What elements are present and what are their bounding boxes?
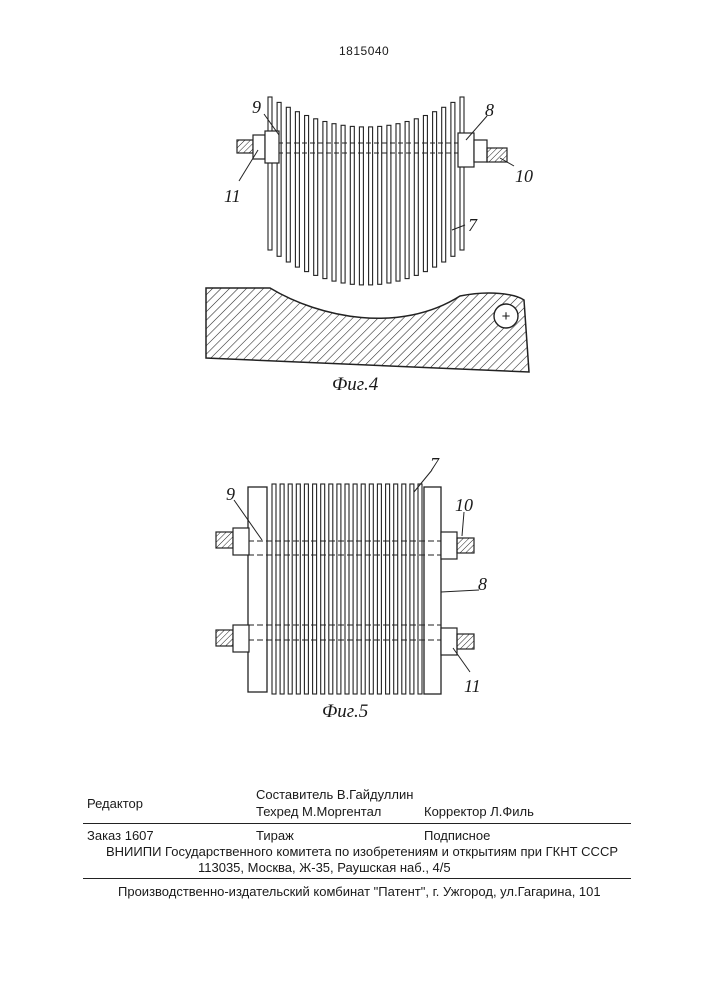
fig4-slat: [423, 116, 427, 272]
fig5-slat: [410, 484, 414, 694]
fig5-label-9: 9: [226, 484, 235, 504]
fig5-slat: [394, 484, 398, 694]
fig5-label-11: 11: [464, 676, 481, 696]
fig5-slat: [337, 484, 341, 694]
subscription-label: Подписное: [424, 829, 490, 842]
fig4-slat: [396, 124, 400, 281]
fig5-right-nuts: [441, 532, 474, 655]
fig5-right-plate: [424, 487, 441, 694]
address-line: 113035, Москва, Ж-35, Раушская наб., 4/5: [198, 861, 451, 874]
fig4-slat-comb: [268, 97, 464, 285]
fig4-label-7: 7: [468, 215, 478, 235]
fig5-slat: [280, 484, 284, 694]
fig4-slat: [387, 125, 391, 283]
fig5-slat-comb: [272, 484, 422, 694]
publisher-line: Производственно-издательский комбинат "П…: [118, 885, 601, 898]
editor-label: Редактор: [87, 797, 143, 810]
fig4-right-nut: [458, 133, 507, 167]
fig5-slat: [313, 484, 317, 694]
fig4-slat: [369, 127, 373, 285]
fig5-left-nuts: [216, 528, 249, 652]
fig4-slat: [332, 124, 336, 281]
order-number: Заказ 1607: [87, 829, 154, 842]
fig5-label-8: 8: [478, 574, 487, 594]
fig5-slat: [304, 484, 308, 694]
fig5-slat: [321, 484, 325, 694]
fig5-label-10: 10: [455, 495, 473, 515]
fig5-slat: [272, 484, 276, 694]
fig5-left-plate: [248, 487, 267, 692]
fig4-slat: [451, 102, 455, 256]
fig4-slat: [405, 122, 409, 279]
colophon-rule-top: [83, 823, 631, 824]
fig4-label-11: 11: [224, 186, 241, 206]
fig5-drawing: 9 7 10 8 11 Фиг.5: [216, 454, 487, 722]
fig4-label-8: 8: [485, 100, 494, 120]
fig5-slat: [377, 484, 381, 694]
fig4-slat: [341, 125, 345, 283]
fig4-slat: [359, 127, 363, 285]
fig5-slat: [418, 484, 422, 694]
fig4-slat: [433, 112, 437, 267]
fig5-slat: [288, 484, 292, 694]
techred-line: Техред М.Моргентал: [256, 805, 381, 818]
fig4-slat: [305, 116, 309, 272]
fig5-caption: Фиг.5: [322, 701, 368, 722]
fig4-slat: [277, 102, 281, 256]
fig4-slat: [314, 119, 318, 276]
fig4-slat: [295, 112, 299, 267]
fig5-slat: [353, 484, 357, 694]
fig4-slat: [414, 119, 418, 276]
fig4-slat: [350, 126, 354, 284]
fig4-drawing: + 9 8 10 11 7 Фиг.4: [206, 97, 533, 395]
composer-line: Составитель В.Гайдуллин: [256, 788, 413, 801]
fig4-slat: [286, 107, 290, 262]
fig4-base: [206, 288, 529, 372]
fig4-label-10: 10: [515, 166, 533, 186]
fig4-slat: [442, 107, 446, 262]
fig5-slat: [329, 484, 333, 694]
fig4-caption: Фиг.4: [332, 374, 379, 395]
fig5-slat: [296, 484, 300, 694]
fig4-slat: [378, 126, 382, 284]
corrector-line: Корректор Л.Филь: [424, 805, 534, 818]
fig5-slat: [386, 484, 390, 694]
circulation-label: Тираж: [256, 829, 294, 842]
fig5-slat: [402, 484, 406, 694]
fig4-plus-label: +: [502, 308, 511, 325]
colophon-rule-bottom: [83, 878, 631, 879]
vniipi-line: ВНИИПИ Государственного комитета по изоб…: [106, 845, 618, 858]
fig4-left-nut: [237, 131, 279, 163]
fig5-slat: [369, 484, 373, 694]
fig4-slat: [323, 122, 327, 279]
fig5-slat: [361, 484, 365, 694]
fig5-slat: [345, 484, 349, 694]
fig4-label-9: 9: [252, 97, 261, 117]
fig5-label-7: 7: [430, 454, 440, 474]
